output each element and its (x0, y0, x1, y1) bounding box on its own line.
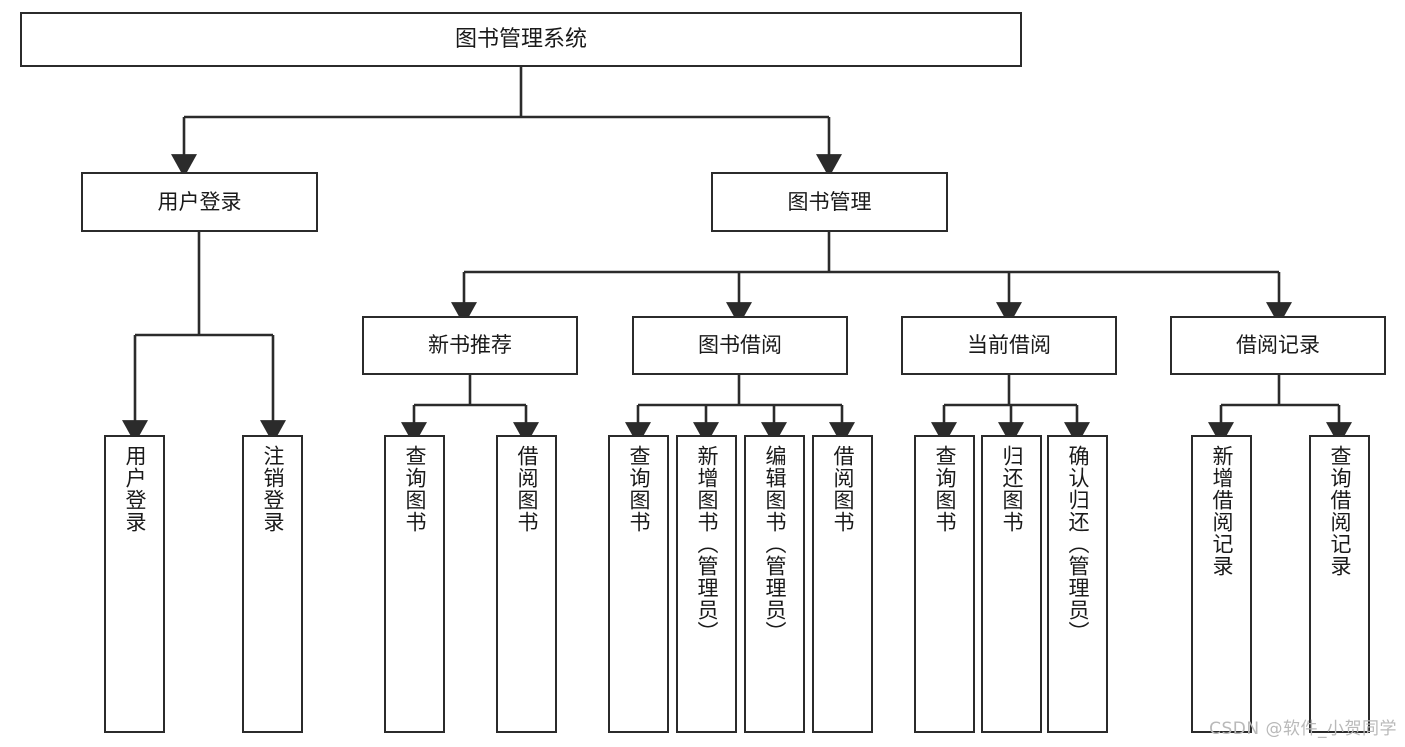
node-leaf-add-book-label: 新增图书（管理员） (695, 445, 719, 643)
node-leaf-return-book-label: 归还图书 (1000, 445, 1024, 533)
node-new-book-recommend-label: 新书推荐 (428, 333, 512, 358)
node-leaf-add-record[interactable]: 新增借阅记录 (1191, 435, 1252, 733)
node-new-book-recommend[interactable]: 新书推荐 (362, 316, 578, 375)
node-leaf-query-book-3[interactable]: 查询图书 (914, 435, 975, 733)
node-leaf-borrow-book-1-label: 借阅图书 (515, 445, 539, 533)
node-user-login-label: 用户登录 (157, 189, 242, 214)
node-leaf-logout-label: 注销登录 (261, 445, 285, 533)
node-leaf-query-book-1[interactable]: 查询图书 (384, 435, 445, 733)
node-leaf-edit-book[interactable]: 编辑图书（管理员） (744, 435, 805, 733)
node-book-borrow[interactable]: 图书借阅 (632, 316, 848, 375)
node-leaf-query-record[interactable]: 查询借阅记录 (1309, 435, 1370, 733)
node-leaf-confirm-return[interactable]: 确认归还（管理员） (1047, 435, 1108, 733)
node-leaf-user-login[interactable]: 用户登录 (104, 435, 165, 733)
node-leaf-query-book-2-label: 查询图书 (627, 445, 651, 533)
node-leaf-borrow-book-1[interactable]: 借阅图书 (496, 435, 557, 733)
node-leaf-logout[interactable]: 注销登录 (242, 435, 303, 733)
node-current-borrow-label: 当前借阅 (967, 333, 1051, 358)
node-leaf-add-record-label: 新增借阅记录 (1210, 445, 1234, 577)
node-book-manage[interactable]: 图书管理 (711, 172, 948, 232)
node-book-borrow-label: 图书借阅 (698, 333, 782, 358)
node-leaf-add-book[interactable]: 新增图书（管理员） (676, 435, 737, 733)
node-leaf-borrow-book-2-label: 借阅图书 (831, 445, 855, 533)
node-root-label: 图书管理系统 (454, 26, 587, 52)
node-leaf-query-book-2[interactable]: 查询图书 (608, 435, 669, 733)
node-book-manage-label: 图书管理 (787, 189, 872, 214)
node-borrow-record-label: 借阅记录 (1236, 333, 1320, 358)
node-root[interactable]: 图书管理系统 (20, 12, 1022, 67)
node-leaf-confirm-return-label: 确认归还（管理员） (1066, 445, 1090, 643)
node-leaf-user-login-label: 用户登录 (123, 445, 147, 533)
node-leaf-query-record-label: 查询借阅记录 (1328, 445, 1352, 577)
node-leaf-edit-book-label: 编辑图书（管理员） (763, 445, 787, 643)
node-leaf-query-book-3-label: 查询图书 (933, 445, 957, 533)
node-current-borrow[interactable]: 当前借阅 (901, 316, 1117, 375)
node-borrow-record[interactable]: 借阅记录 (1170, 316, 1386, 375)
watermark: CSDN @软件_小贺同学 (1209, 719, 1397, 739)
node-leaf-return-book[interactable]: 归还图书 (981, 435, 1042, 733)
node-user-login[interactable]: 用户登录 (81, 172, 318, 232)
node-leaf-borrow-book-2[interactable]: 借阅图书 (812, 435, 873, 733)
node-leaf-query-book-1-label: 查询图书 (403, 445, 427, 533)
